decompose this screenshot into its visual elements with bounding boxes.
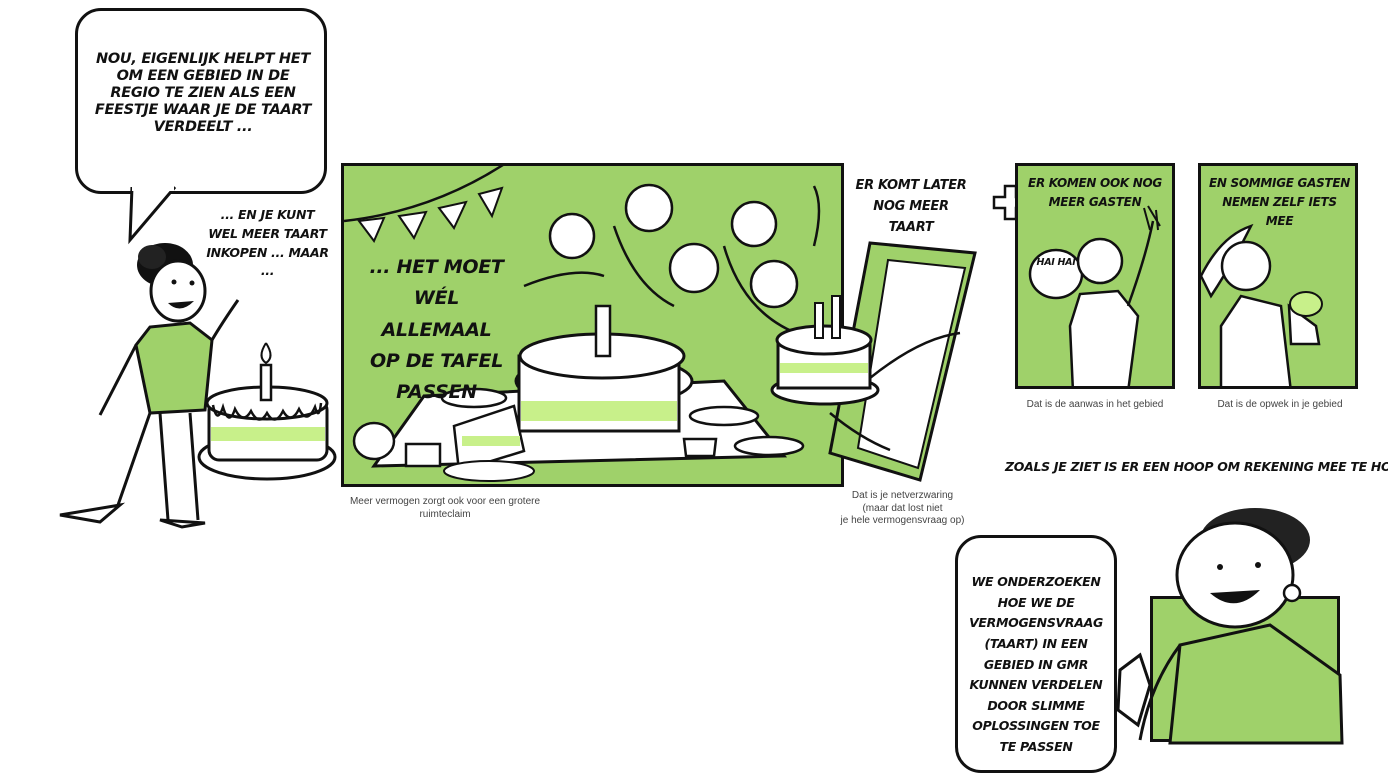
door-icon <box>770 241 977 482</box>
speech-bubble-research: We onderzoeken hoe we de vermogensvraag … <box>955 535 1117 773</box>
more-guests-panel: Er komen ook nog meer gasten Hai hai <box>1015 163 1175 389</box>
speech-bubble-intro: Nou, eigenlijk helpt het om een gebied i… <box>75 8 327 194</box>
door-panel-caption-line-1: Dat is je netverzwaring <box>851 490 954 501</box>
more-guests-panel-caption: Dat is de aanwas in het gebied <box>1026 399 1164 410</box>
guest-cupcake-illustration <box>1201 223 1323 386</box>
speech-bubble-intro-tail <box>128 185 177 245</box>
party-table-panel-caption: Meer vermogen zorgt ook voor een grotere… <box>349 496 541 520</box>
speech-bubble-intro-text: Nou, eigenlijk helpt het om een gebied i… <box>94 51 312 136</box>
door-panel-heading: Er komt later nog meer taart <box>855 178 967 235</box>
door-panel-caption-line-3: je hele vermogensvraag op) <box>840 515 965 526</box>
speech-bubble-research-text: We onderzoeken hoe we de vermogensvraag … <box>969 574 1103 754</box>
bunting-icon <box>344 166 821 482</box>
door-panel-caption-line-2: (maar dat lost niet <box>862 502 943 514</box>
guests-bring-panel-caption: Dat is de opwek in je gebied <box>1217 399 1343 410</box>
summary-heading: Zoals je ziet is er een hoop om rekening… <box>1005 459 1388 474</box>
woman-presenter-illustration <box>59 243 240 529</box>
woman-explaining-illustration <box>1116 508 1344 745</box>
guest-speech-text: Hai hai <box>1036 257 1076 268</box>
guest-waving-illustration <box>1028 205 1161 386</box>
more-guests-panel-text: Er komen ook nog meer gasten <box>1028 176 1162 210</box>
party-table-panel-text: ... het moet wél allemaal op de tafel pa… <box>369 256 504 404</box>
door-panel-caption: Dat is je netverzwaring (maar dat lost n… <box>830 490 975 528</box>
party-table-panel: ... het moet wél allemaal op de tafel pa… <box>341 163 844 487</box>
side-text-more-cake: ... en je kunt wel meer taart inkopen ..… <box>206 207 329 279</box>
cake-icon <box>197 342 337 481</box>
guests-bring-panel: En sommige gasten nemen zelf iets mee <box>1198 163 1358 389</box>
guests-bring-panel-text: En sommige gasten nemen zelf iets mee <box>1209 176 1350 229</box>
